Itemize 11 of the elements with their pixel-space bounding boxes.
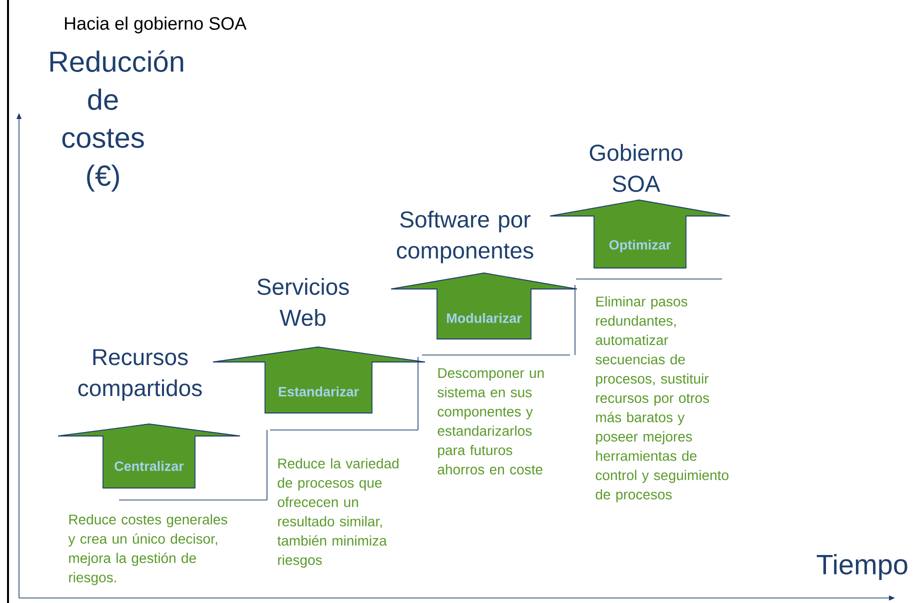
step-heading: Recursos compartidos: [78, 349, 202, 401]
step-heading: Servicios Web: [257, 278, 349, 326]
step-heading: Gobierno SOA: [590, 144, 682, 192]
axis-label: Tiempo: [816, 554, 908, 580]
description: Descomponer un sistema en sus componentes y estandarizarlos para futuros ahorros en coste: [438, 368, 544, 474]
description: Reduce la variedad de procesos que ofrececen un resultado similar, también minimiza riesgos: [277, 458, 398, 568]
axis-label: Reducción de costes (€): [50, 50, 184, 192]
step-heading: Software por componentes: [396, 210, 534, 264]
title: Hacia el gobierno SOA: [65, 16, 247, 34]
description: Eliminar pasos redundantes, automatizar secuencias de procesos, sustituir recursos por otros más baratos y poseer mejores herramientas de control y seguimiento de procesos: [596, 296, 728, 502]
description: Reduce costes generales y crea un único decisor, mejora la gestión de riesgos.: [68, 514, 228, 586]
